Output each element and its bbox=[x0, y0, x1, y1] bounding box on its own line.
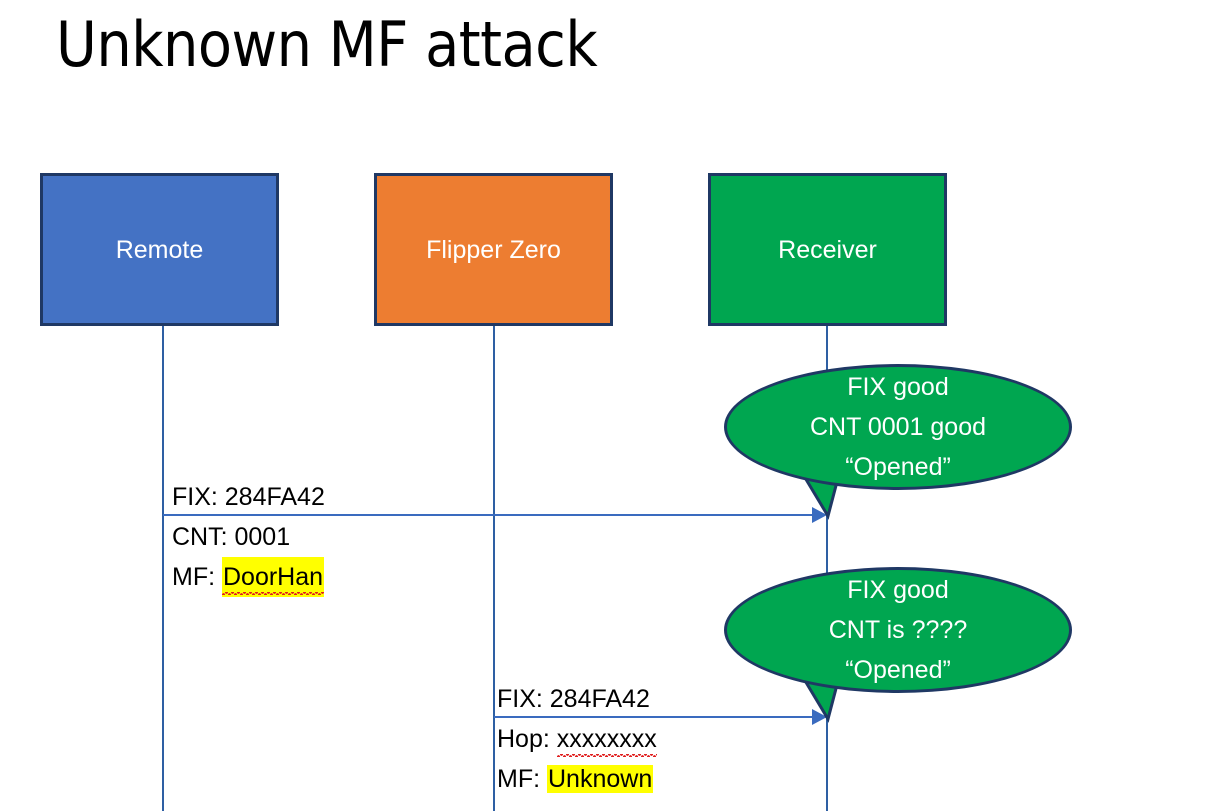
page-title: Unknown MF attack bbox=[56, 8, 598, 81]
message-1-mf-value: DoorHan bbox=[222, 557, 325, 597]
lifeline-flipper-zero bbox=[493, 326, 495, 811]
message-label-below-2: Hop: xxxxxxxx MF: Unknown bbox=[497, 719, 657, 799]
message-label-above-2: FIX: 284FA42 bbox=[497, 679, 650, 719]
actor-box-receiver[interactable]: Receiver bbox=[708, 173, 947, 326]
message-2-hop-line: Hop: xxxxxxxx bbox=[497, 719, 657, 759]
actor-box-remote[interactable]: Remote bbox=[40, 173, 279, 326]
callout-1-text: FIX good CNT 0001 good “Opened” bbox=[810, 367, 986, 487]
actor-box-flipper-zero[interactable]: Flipper Zero bbox=[374, 173, 613, 326]
message-2-fix-line: FIX: 284FA42 bbox=[497, 685, 650, 713]
message-label-below-1: CNT: 0001 MF: DoorHan bbox=[172, 517, 325, 597]
message-arrow-flipper-to-receiver bbox=[494, 716, 813, 718]
message-arrow-remote-to-receiver bbox=[163, 514, 813, 516]
callout-2-text: FIX good CNT is ???? “Opened” bbox=[829, 570, 968, 690]
lifeline-remote bbox=[162, 326, 164, 811]
callout-2-line-1: FIX good bbox=[847, 576, 949, 604]
message-2-hop-prefix: Hop: bbox=[497, 725, 557, 753]
message-2-mf-prefix: MF: bbox=[497, 765, 547, 793]
callout-1-line-3: “Opened” bbox=[845, 453, 951, 481]
callout-1-line-2: CNT 0001 good bbox=[809, 413, 987, 441]
callout-2-line-2: CNT is ???? bbox=[828, 616, 968, 644]
message-arrowhead-remote-to-receiver bbox=[812, 507, 827, 523]
message-1-fix-line: FIX: 284FA42 bbox=[172, 483, 325, 511]
actor-label-remote: Remote bbox=[115, 235, 204, 264]
message-2-mf-line: MF: Unknown bbox=[497, 759, 657, 799]
callout-bubble-receiver-1[interactable]: FIX good CNT 0001 good “Opened” bbox=[724, 364, 1072, 490]
callout-2-line-3: “Opened” bbox=[845, 656, 951, 684]
actor-label-flipper-zero: Flipper Zero bbox=[426, 235, 561, 264]
message-1-mf-line: MF: DoorHan bbox=[172, 557, 325, 597]
actor-label-receiver: Receiver bbox=[778, 235, 877, 264]
message-2-mf-value: Unknown bbox=[547, 765, 654, 793]
message-1-cnt-line: CNT: 0001 bbox=[172, 523, 291, 551]
callout-1-line-1: FIX good bbox=[847, 373, 949, 401]
message-2-hop-value: xxxxxxxx bbox=[556, 719, 657, 759]
callout-bubble-receiver-2[interactable]: FIX good CNT is ???? “Opened” bbox=[724, 567, 1072, 693]
message-1-mf-prefix: MF: bbox=[172, 563, 222, 591]
lifeline-receiver bbox=[826, 326, 828, 811]
message-label-above-1: FIX: 284FA42 bbox=[172, 477, 325, 517]
